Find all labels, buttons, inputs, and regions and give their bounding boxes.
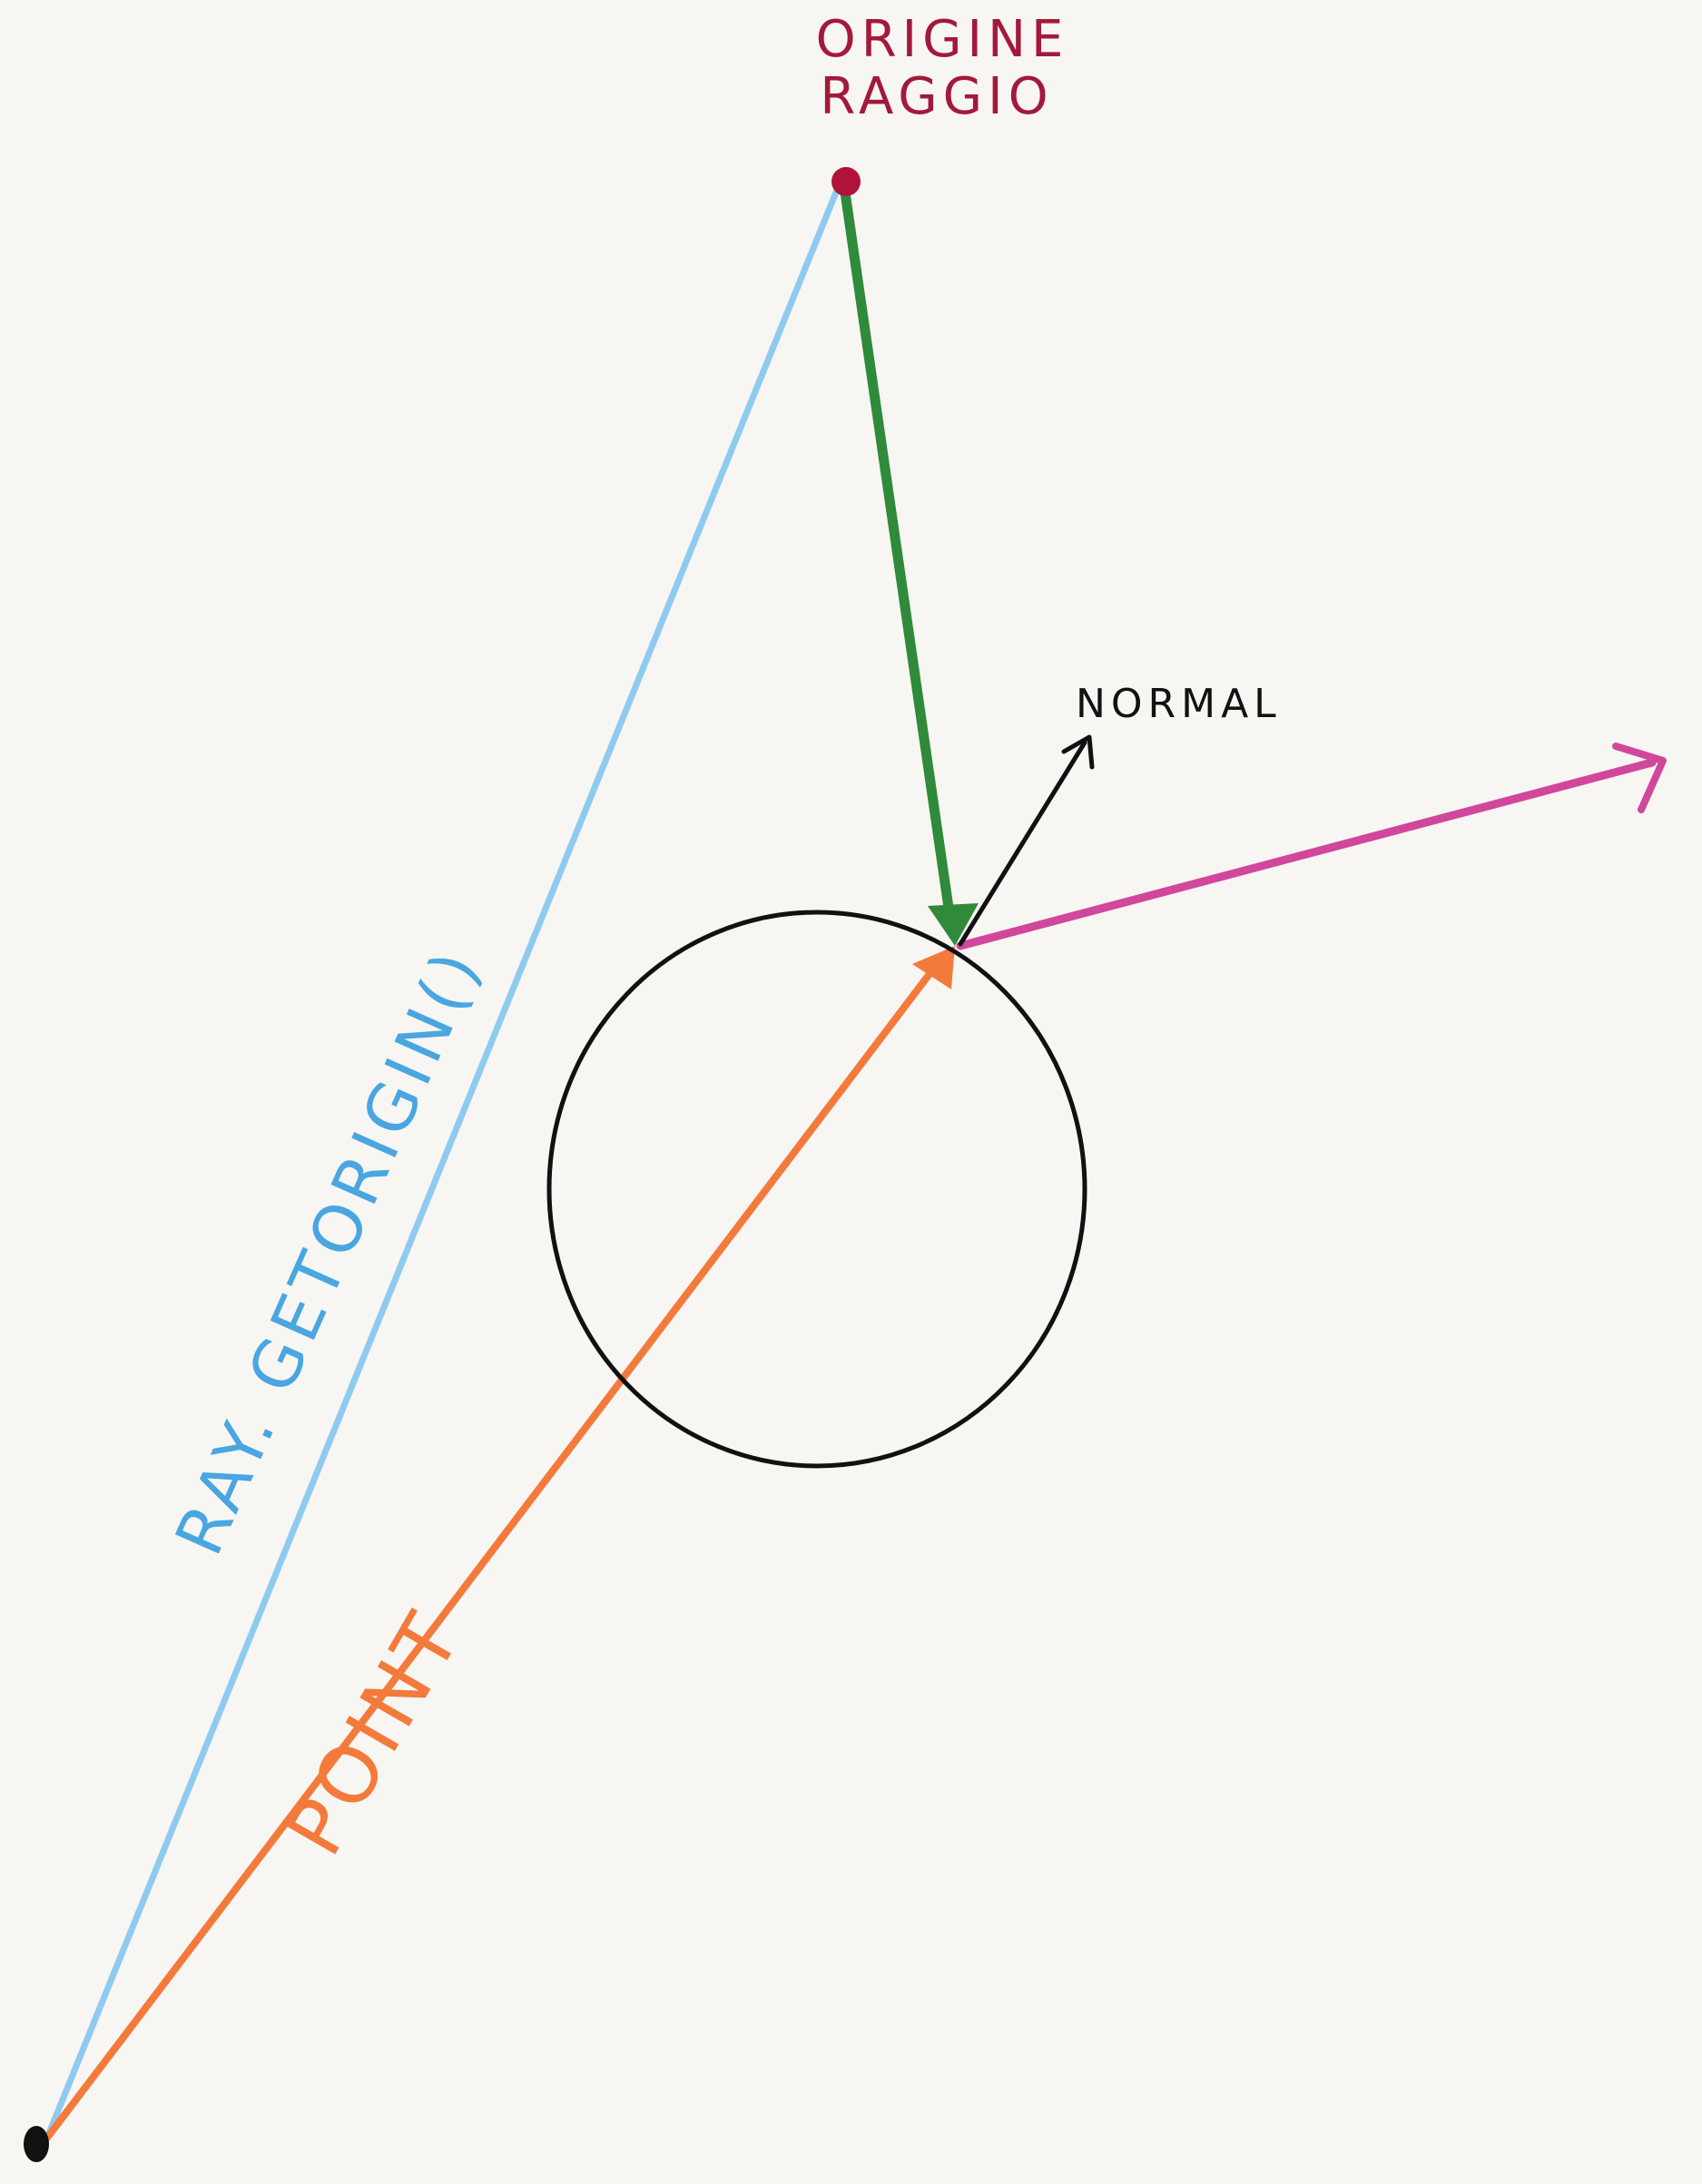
ray-getorigin-line: [44, 180, 843, 2141]
red-dot-icon: [831, 167, 861, 196]
normal-line: [958, 740, 1087, 947]
normal-arrowhead: [1061, 734, 1095, 770]
origin-label-line1: ORIGINE: [816, 10, 1069, 69]
point-vector-arrowhead: [912, 946, 955, 989]
incoming-ray-line: [839, 181, 954, 913]
normal-label: NORMAL: [1076, 681, 1282, 727]
reflected-ray-line: [956, 758, 1657, 950]
origin-label-line2: RAGGIO: [820, 67, 1053, 126]
reflected-ray-arrowhead: [1612, 743, 1667, 813]
sphere: [546, 910, 1087, 1469]
point-vector-line: [44, 963, 939, 2141]
black-dot-icon: [24, 2126, 49, 2162]
incoming-ray-arrowhead: [928, 903, 979, 946]
